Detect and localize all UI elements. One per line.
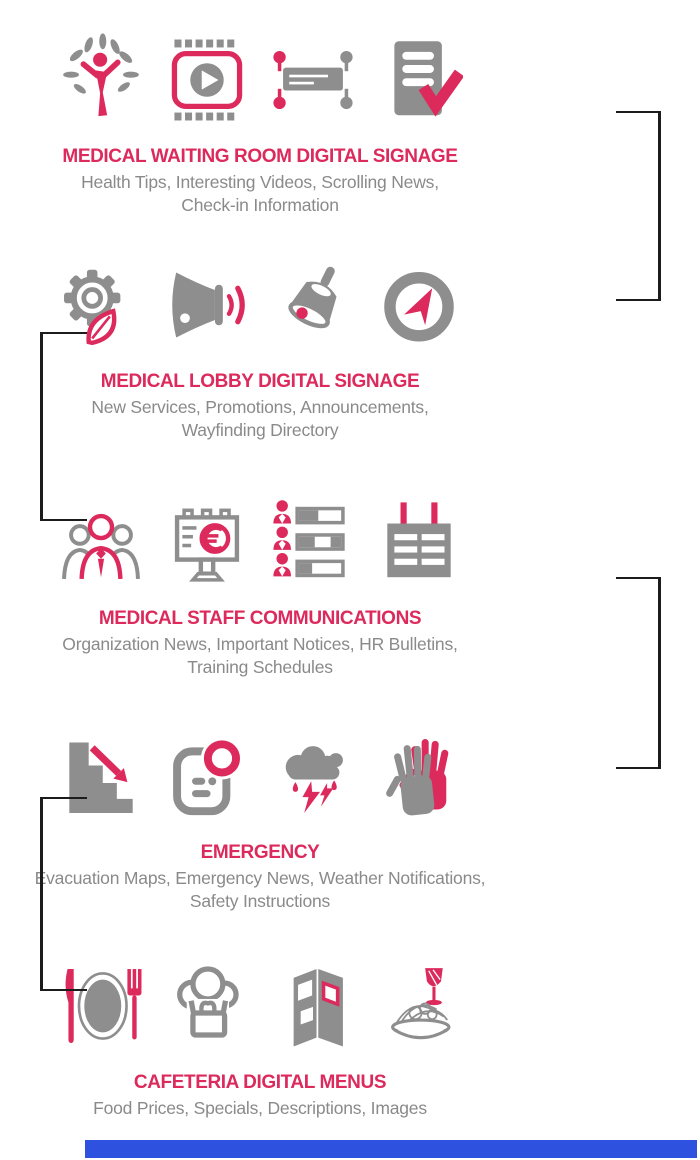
- check-in-document-icon: [394, 41, 463, 117]
- section-title: MEDICAL WAITING ROOM DIGITAL SIGNAGE: [62, 146, 458, 167]
- section-staff-communications: MEDICAL STAFF COMMUNICATIONS Organizatio…: [0, 492, 520, 679]
- section-title: MEDICAL STAFF COMMUNICATIONS: [98, 608, 422, 629]
- evacuation-stairs-arrow-icon: [69, 742, 133, 813]
- section-emergency: EMERGENCY Evacuation Maps, Emergency New…: [0, 726, 520, 913]
- training-schedule-table-icon: [387, 502, 451, 578]
- pasta-wine-icon: [391, 968, 451, 1040]
- promotions-megaphone-icon: [172, 272, 245, 338]
- announcements-bell-icon: [288, 266, 337, 329]
- section-description: Evacuation Maps, Emergency News, Weather…: [0, 867, 520, 913]
- connector-bracket-left-1: [40, 332, 87, 521]
- icon-row: [0, 30, 520, 130]
- wayfinding-compass-icon: [384, 272, 454, 342]
- scrolling-news-icon: [273, 50, 353, 110]
- description-line: Evacuation Maps, Emergency News, Weather…: [34, 868, 486, 888]
- section-waiting-room: MEDICAL WAITING ROOM DIGITAL SIGNAGE Hea…: [0, 30, 520, 217]
- section-title: EMERGENCY: [200, 842, 320, 863]
- description-line: Organization News, Important Notices, HR…: [62, 634, 458, 654]
- connector-bracket-right-2: [616, 577, 661, 769]
- section-title: MEDICAL LOBBY DIGITAL SIGNAGE: [100, 371, 420, 392]
- services-gear-leaf-icon: [64, 269, 121, 346]
- video-player-icon: [171, 39, 243, 121]
- wellness-person-icon: [63, 33, 139, 117]
- connector-bracket-left-2: [40, 797, 87, 991]
- chef-hat-icon: [177, 966, 239, 1038]
- menu-booklet-icon: [293, 969, 343, 1047]
- section-lobby: MEDICAL LOBBY DIGITAL SIGNAGE New Servic…: [0, 255, 520, 442]
- plate-knife-fork-icon: [65, 969, 142, 1043]
- section-description: New Services, Promotions, Announcements,…: [0, 396, 520, 442]
- footer-blue-bar: [85, 1140, 697, 1158]
- icon-row: [0, 726, 520, 826]
- description-line: Wayfinding Directory: [181, 420, 339, 440]
- organization-news-billboard-icon: [174, 508, 240, 582]
- weather-storm-cloud-icon: [285, 746, 343, 813]
- section-description: Health Tips, Interesting Videos, Scrolli…: [0, 171, 520, 217]
- hr-roster-list-icon: [273, 500, 345, 578]
- section-cafeteria: CAFETERIA DIGITAL MENUS Food Prices, Spe…: [0, 956, 520, 1120]
- description-line: New Services, Promotions, Announcements,: [91, 397, 429, 417]
- icon-row: [0, 492, 520, 592]
- description-line: Safety Instructions: [189, 891, 331, 911]
- section-title: CAFETERIA DIGITAL MENUS: [133, 1072, 387, 1093]
- icon-row: [0, 255, 520, 355]
- description-line: Food Prices, Specials, Descriptions, Ima…: [93, 1098, 427, 1118]
- connector-bracket-right-1: [616, 111, 661, 301]
- staff-people-icon: [62, 513, 140, 580]
- icon-row: [0, 956, 520, 1056]
- section-description: Organization News, Important Notices, HR…: [0, 633, 520, 679]
- description-line: Health Tips, Interesting Videos, Scrolli…: [81, 172, 439, 192]
- safety-hands-icon: [386, 739, 449, 816]
- section-description: Food Prices, Specials, Descriptions, Ima…: [0, 1097, 520, 1120]
- emergency-alert-device-icon: [173, 737, 244, 816]
- description-line: Training Schedules: [187, 657, 333, 677]
- description-line: Check-in Information: [181, 195, 339, 215]
